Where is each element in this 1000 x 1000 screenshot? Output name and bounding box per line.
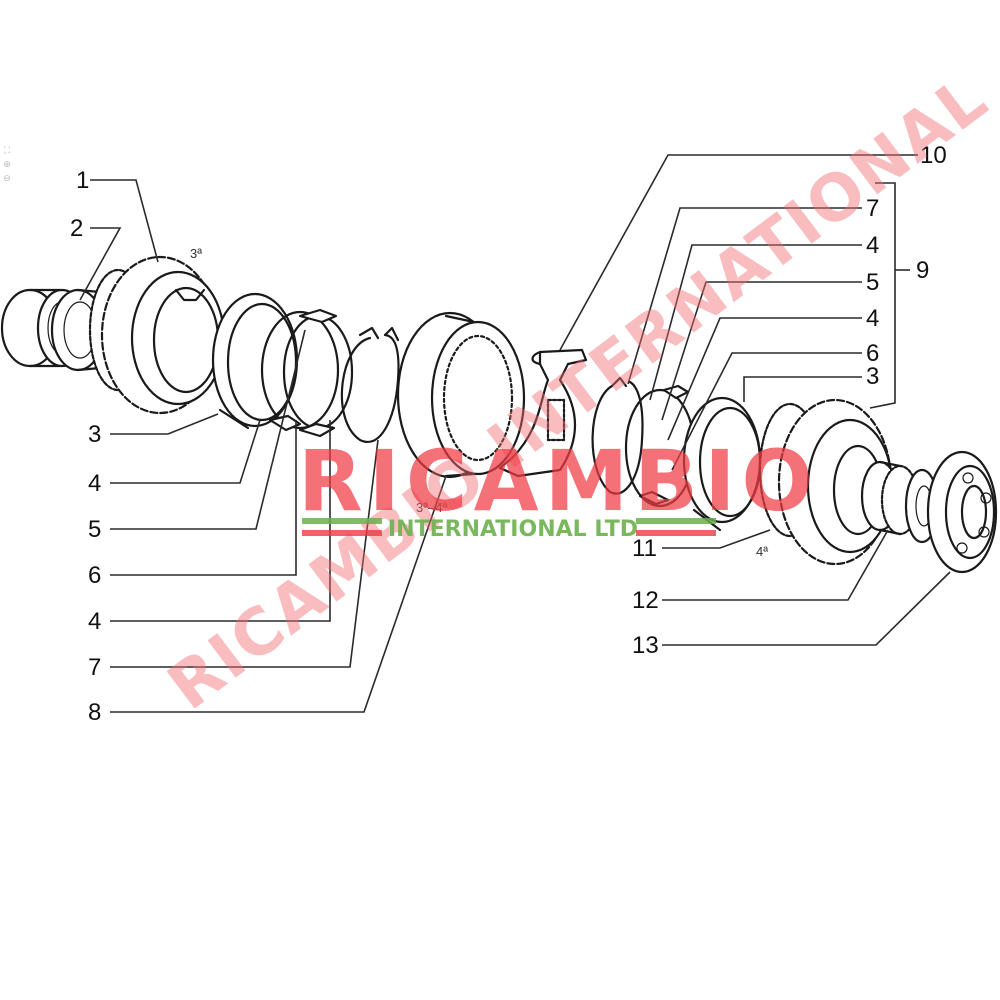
part-bushing: [0, 288, 106, 372]
callout-12: 12: [632, 587, 659, 614]
gear-annotations: 3ª 3ª–4ª 4ª: [190, 246, 768, 559]
part-ball-bearing: [926, 450, 998, 574]
fit-page-icon[interactable]: ⛶: [3, 145, 11, 155]
callout-5: 5: [866, 269, 879, 296]
watermark-brand: RICAMBIO: [298, 432, 819, 530]
leader-lines: [79, 154, 951, 713]
note-fourth-gear: 4ª: [756, 544, 768, 559]
part-sliding-sleeve: [396, 311, 526, 479]
part-synchro-hub: [498, 348, 588, 478]
callout-6: 6: [866, 340, 879, 367]
callout-13: 13: [632, 632, 659, 659]
note-third-fourth-sleeve: 3ª–4ª: [416, 500, 448, 515]
callout-3: 3: [866, 363, 879, 390]
watermark-stripe-green-left: [302, 518, 382, 524]
callout-10: 10: [920, 142, 947, 169]
callout-8: 8: [88, 699, 101, 726]
part-snap-ring-right: [591, 376, 644, 495]
callout-9: 9: [916, 257, 929, 284]
callout-4: 4: [88, 608, 101, 635]
watermark-stripe-red-right: [636, 530, 716, 536]
watermark-subtitle: INTERNATIONAL LTD: [388, 517, 638, 542]
part-snap-ring-left: [340, 326, 400, 443]
callout-6: 6: [88, 562, 101, 589]
callout-5: 5: [88, 516, 101, 543]
callout-7: 7: [88, 654, 101, 681]
callout-7: 7: [866, 195, 879, 222]
callout-labels: 1 2 3 4 5 6 4 7 8 10 7 4 5 4 6 3 9 11 12…: [70, 142, 947, 726]
callout-11: 11: [632, 535, 657, 562]
callout-4: 4: [866, 305, 879, 332]
zoom-out-icon[interactable]: ⊖: [3, 173, 11, 183]
parts: [0, 255, 998, 574]
watermark-stripe-red-left: [302, 530, 382, 536]
callout-2: 2: [70, 215, 83, 242]
callout-4: 4: [88, 470, 101, 497]
callout-3: 3: [88, 421, 101, 448]
watermark-stripe-green-right: [636, 518, 716, 524]
zoom-in-icon[interactable]: ⊕: [3, 159, 11, 169]
viewer-tools: ⛶ ⊕ ⊖: [2, 145, 16, 187]
callout-4: 4: [866, 232, 879, 259]
note-third-gear: 3ª: [190, 246, 202, 261]
part-cone-ring-left: [211, 292, 299, 430]
callout-1: 1: [76, 167, 89, 194]
part-fourth-gear: [758, 398, 894, 566]
part-third-gear: [88, 255, 226, 415]
